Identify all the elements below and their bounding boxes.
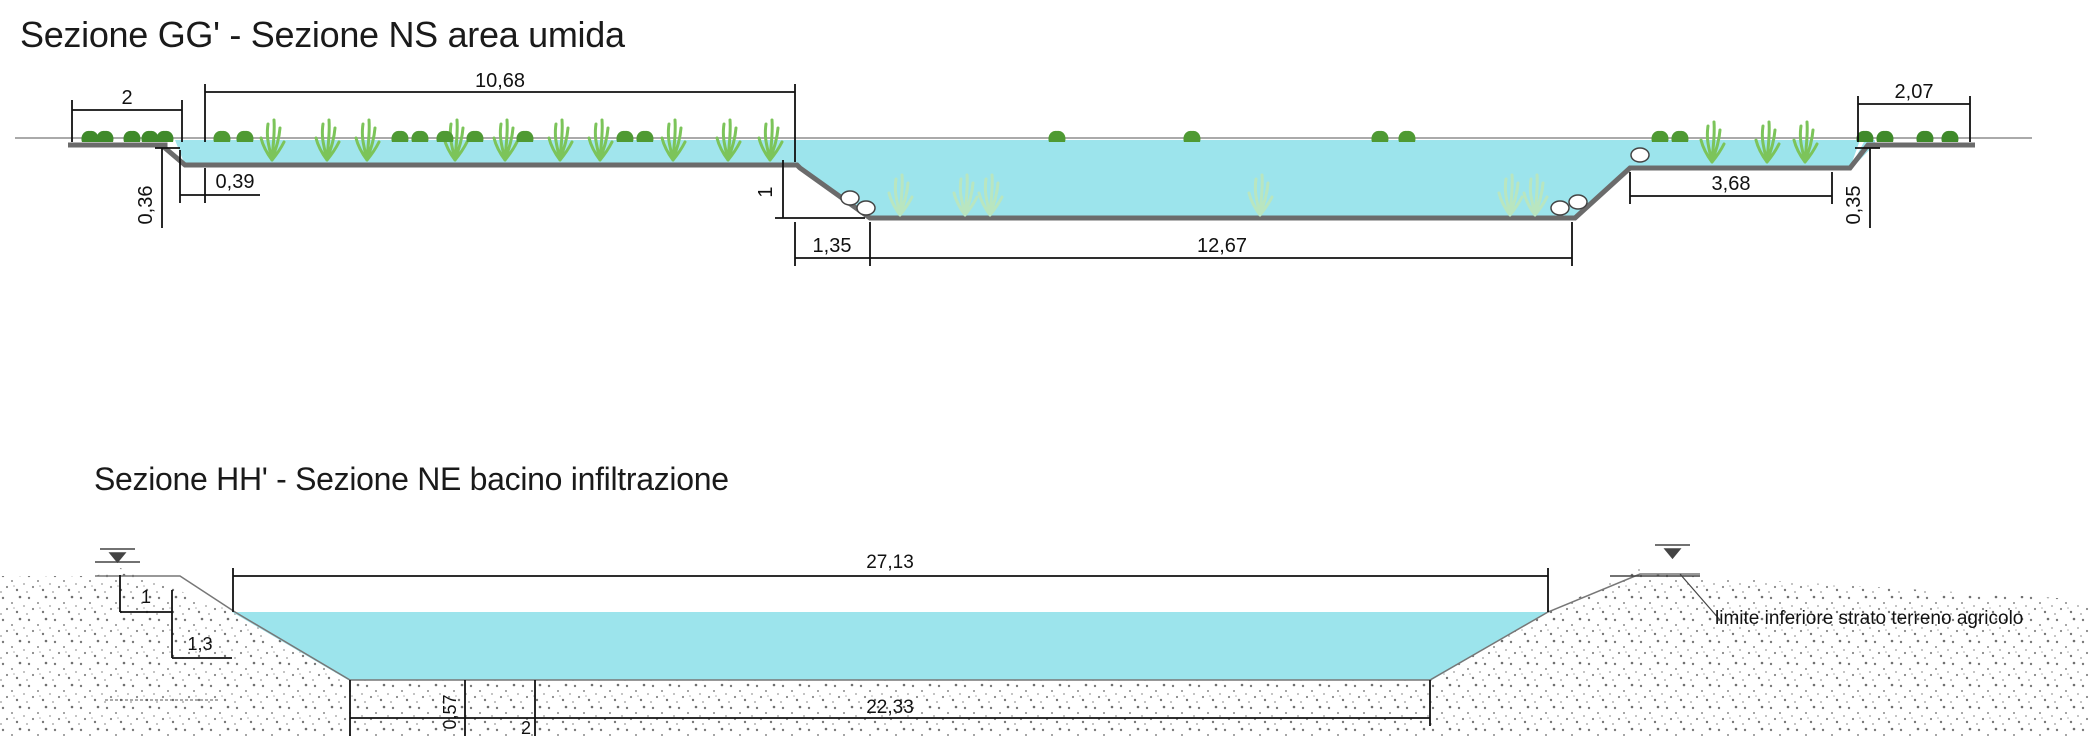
gg-dimension-labels: 2 10,68 0,39 0,36 1 1,35 12,67 3,68 2,07… (121, 70, 1933, 257)
section-hh-drawing: 27,13 22,33 1 1,3 0,57 2 limite inferior… (0, 544, 2089, 736)
section-hh-title: Sezione HH' - Sezione NE bacino infiltra… (94, 461, 729, 497)
gg-dim-bottom: 12,67 (1197, 235, 1247, 257)
gg-dim-right-shelf: 3,68 (1712, 173, 1751, 195)
gg-dim-left-bank-height: 0,36 (135, 186, 157, 225)
hh-dim-top: 27,13 (866, 552, 914, 573)
gg-dim-drop-height: 1 (755, 186, 777, 197)
gg-dim-right-bank-height: 0,35 (1843, 186, 1865, 225)
hh-dim-left-step: 1 (141, 587, 151, 607)
section-gg-title: Sezione GG' - Sezione NS area umida (20, 14, 625, 55)
gg-dimension-lines (71, 84, 1971, 266)
hh-annotation-label: limite inferiore strato terreno agricolo (1715, 608, 2023, 629)
gg-dim-shelf: 10,68 (475, 70, 525, 92)
gg-dim-right-bank: 2,07 (1895, 81, 1934, 103)
hh-dimension-lines (119, 568, 1549, 736)
section-gg-drawing: 2 10,68 0,39 0,36 1 1,35 12,67 3,68 2,07… (15, 70, 2032, 266)
hh-dim-small: 2 (521, 718, 531, 736)
hh-soil (0, 568, 2089, 736)
hh-level-marker-right (1610, 544, 1700, 577)
hh-level-marker-left (95, 548, 140, 564)
gg-dim-left-step: 0,39 (216, 171, 255, 193)
hh-dim-bottom: 22,33 (866, 697, 914, 718)
hh-dimension-labels: 27,13 22,33 1 1,3 0,57 2 limite inferior… (141, 552, 2023, 736)
gg-dim-slope: 1,35 (813, 235, 852, 257)
hh-dim-depth: 0,57 (440, 694, 460, 729)
gg-dim-left-bank: 2 (121, 87, 132, 109)
gg-water-main (797, 140, 1860, 220)
hh-annotation-leader (1679, 573, 1721, 621)
gg-right-bank-vegetation (1856, 130, 1959, 142)
gg-left-bank-vegetation (81, 130, 174, 142)
hh-dim-left-slope: 1,3 (187, 634, 212, 654)
hh-water (232, 612, 1548, 680)
hh-profile (95, 573, 1700, 681)
